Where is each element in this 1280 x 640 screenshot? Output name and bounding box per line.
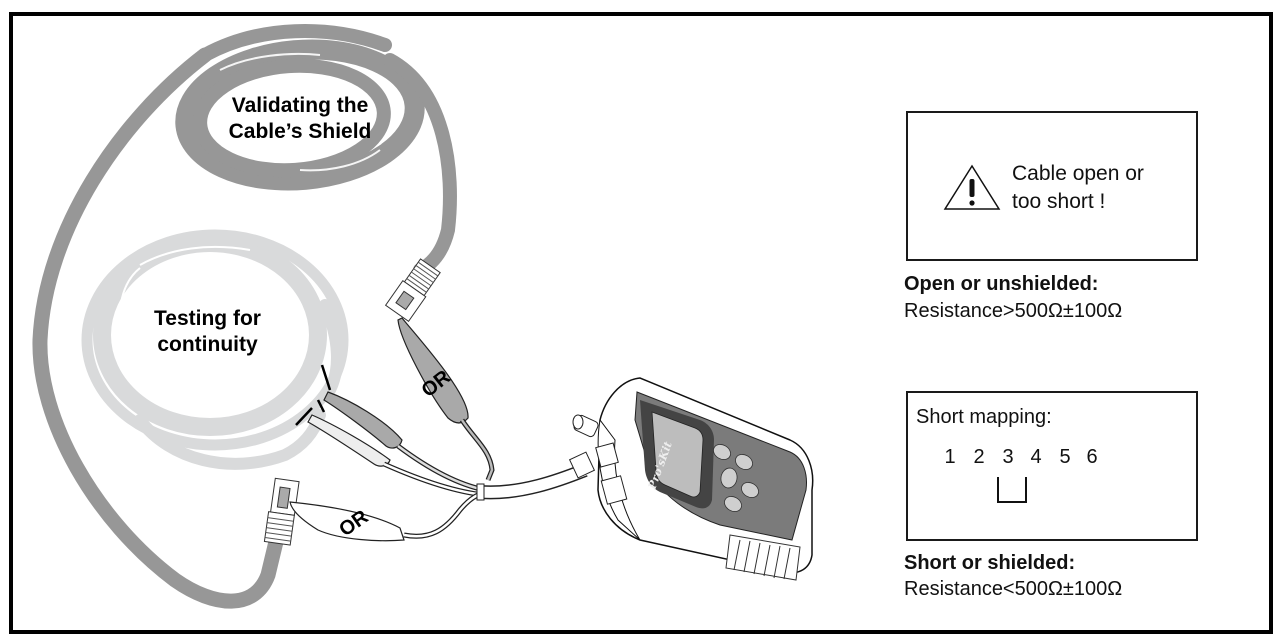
bnc-connector: [572, 414, 599, 438]
short-caption-resistance: Resistance<500Ω±100Ω: [904, 578, 1123, 600]
continuity-coil-label-line2: continuity: [157, 333, 258, 356]
shield-coil-label-line2: Cable’s Shield: [228, 120, 372, 143]
open-cable-message: Cable open or too short !: [1012, 160, 1144, 216]
open-cable-screen: Cable open or too short !: [906, 111, 1198, 261]
upper-rj45-plug: [384, 258, 441, 323]
short-mapping-title: Short mapping:: [916, 406, 1052, 428]
open-cable-message-line2: too short !: [1012, 190, 1106, 213]
open-caption-resistance: Resistance>500Ω±100Ω: [904, 300, 1123, 322]
shield-cable-coil: [175, 24, 457, 277]
pin-5: 5: [1059, 446, 1071, 468]
cable-tester-device: Pro'sKit: [568, 377, 814, 581]
short-caption-title: Short or shielded:: [904, 552, 1076, 574]
upper-clip: [397, 317, 495, 481]
continuity-coil-label-line1: Testing for: [154, 307, 261, 330]
pin-1: 1: [944, 446, 956, 468]
continuity-coil-label: Testing for continuity: [120, 306, 295, 358]
diagram-frame: [9, 12, 1273, 634]
open-cable-message-line1: Cable open or: [1012, 162, 1144, 185]
pin-row: 1 2 3 4 5 6: [937, 446, 1105, 469]
open-caption-title: Open or unshielded:: [904, 273, 1099, 295]
middle-clips: [307, 391, 486, 498]
warning-triangle-icon: [943, 164, 1001, 210]
pin-3: 3: [1002, 446, 1014, 468]
lower-clip: [289, 489, 491, 542]
shield-coil-highlights: [219, 52, 381, 172]
continuity-coil-highlights: [118, 245, 251, 331]
test-lead: [476, 463, 588, 501]
shield-coil-label-line1: Validating the: [231, 94, 369, 117]
short-mapping-screen: Short mapping: 1 2 3 4 5 6: [906, 391, 1198, 541]
short-bracket-3-4: [997, 477, 1027, 503]
continuity-cable-coil: [81, 229, 349, 470]
lower-rj45-plug: [263, 477, 300, 546]
shield-coil-label: Validating the Cable’s Shield: [205, 93, 395, 145]
continuity-cut-marks: [295, 364, 332, 426]
pin-2: 2: [973, 446, 985, 468]
device-buttons: [713, 444, 759, 512]
pin-6: 6: [1086, 446, 1098, 468]
shield-cable-outer-loop: [32, 47, 288, 609]
pin-4: 4: [1030, 446, 1042, 468]
inserted-plug: [568, 451, 596, 479]
device-grille: [725, 534, 801, 581]
